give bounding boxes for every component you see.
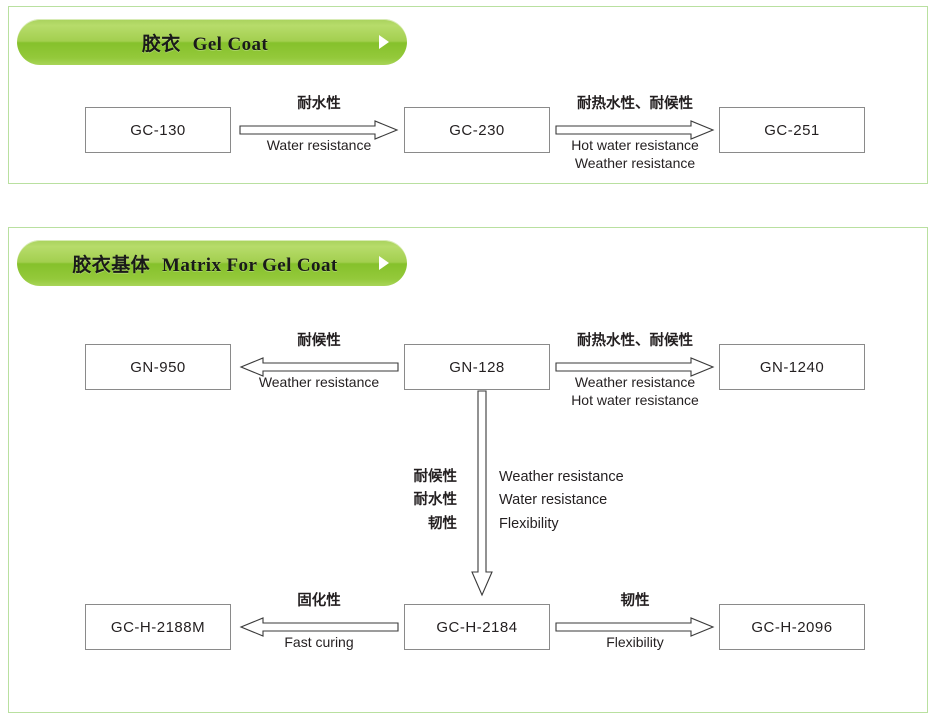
- arrow-gc-h-2184-to-gc-h-2096: [555, 617, 715, 637]
- panel-header-gel-coat-label-en: Gel Coat: [192, 33, 269, 55]
- vertical-arrow-label-en: Weather resistance Water resistance Flex…: [499, 466, 699, 536]
- arrow-label-cn: 耐候性: [297, 333, 341, 349]
- arrow-gc-230-to-gc-251: [555, 120, 715, 140]
- arrow-gn-128-to-gn-1240: [555, 357, 715, 377]
- arrow-label-gn-128-to-gn-950: 耐候性 Weather resistance: [239, 332, 399, 391]
- arrow-label-en-2: Weather resistance: [574, 155, 696, 172]
- node-gc-h-2184[interactable]: GC-H-2184: [404, 604, 550, 650]
- arrow-label-gc-h-2184-to-gc-h-2188m: 固化性 Fast curing: [239, 592, 399, 651]
- arrow-label-en: Weather resistance: [258, 373, 380, 390]
- node-gc-251[interactable]: GC-251: [719, 107, 865, 153]
- arrow-label-gc-230-to-gc-251: 耐热水性、耐候性 Hot water resistance Weather re…: [545, 95, 725, 172]
- arrow-label-cn: 固化性: [297, 593, 341, 609]
- arrow-label-en-1: Hot water resistance: [571, 136, 699, 153]
- arrow-label-gc-130-to-gc-230: 耐水性 Water resistance: [239, 95, 399, 154]
- node-gc-h-2096[interactable]: GC-H-2096: [719, 604, 865, 650]
- vertical-arrow-label-cn-2: 耐水性: [413, 492, 458, 509]
- node-gn-128[interactable]: GN-128: [404, 344, 550, 390]
- arrow-label-en-2: Hot water resistance: [571, 392, 699, 409]
- arrow-label-en: Fast curing: [284, 633, 354, 650]
- arrow-gc-130-to-gc-230: [239, 120, 399, 140]
- play-triangle-icon: [379, 35, 389, 49]
- arrow-label-cn: 耐水性: [297, 96, 341, 112]
- arrow-label-gn-128-to-gn-1240: 耐热水性、耐候性 Weather resistance Hot water re…: [545, 332, 725, 409]
- play-triangle-icon: [379, 256, 389, 270]
- arrow-label-en: Flexibility: [606, 633, 664, 650]
- arrow-label-cn: 韧性: [620, 593, 650, 609]
- panel-header-matrix[interactable]: 胶衣基体 Matrix For Gel Coat: [17, 240, 407, 286]
- vertical-arrow-label-cn-1: 耐候性: [413, 469, 458, 485]
- arrow-gc-h-2184-to-gc-h-2188m: [239, 617, 399, 637]
- panel-header-matrix-label: 胶衣基体 Matrix For Gel Coat: [17, 250, 379, 277]
- arrow-label-gc-h-2184-to-gc-h-2096: 韧性 Flexibility: [555, 592, 715, 651]
- arrow-label-cn: 耐热水性、耐候性: [577, 333, 693, 349]
- vertical-arrow-label-en-2: Water resistance: [499, 492, 608, 509]
- node-gn-950[interactable]: GN-950: [85, 344, 231, 390]
- panel-header-gel-coat-label-cn: 胶衣: [141, 33, 181, 55]
- node-gc-130[interactable]: GC-130: [85, 107, 231, 153]
- panel-header-matrix-label-en: Matrix For Gel Coat: [162, 254, 338, 276]
- panel-gel-coat: 胶衣 Gel Coat GC-130 GC-230 GC-251 耐水性 Wate…: [8, 6, 928, 184]
- panel-header-matrix-label-cn: 胶衣基体: [72, 254, 151, 276]
- arrow-gn-128-to-gc-h-2184: [471, 390, 493, 597]
- arrow-label-en: Water resistance: [266, 136, 372, 153]
- vertical-arrow-label-en-3: Flexibility: [499, 515, 559, 532]
- node-gc-230[interactable]: GC-230: [404, 107, 550, 153]
- panel-header-gel-coat-label: 胶衣 Gel Coat: [17, 29, 379, 56]
- arrow-label-cn: 耐热水性、耐候性: [577, 96, 693, 112]
- vertical-arrow-label-cn-3: 韧性: [428, 515, 457, 532]
- vertical-arrow-label-en-1: Weather resistance: [499, 469, 624, 485]
- panel-matrix-for-gel-coat: 胶衣基体 Matrix For Gel Coat GN-950 GN-128 GN…: [8, 227, 928, 713]
- node-gc-h-2188m[interactable]: GC-H-2188M: [85, 604, 231, 650]
- arrow-label-en-1: Weather resistance: [574, 373, 696, 390]
- arrow-gn-128-to-gn-950: [239, 357, 399, 377]
- panel-header-gel-coat[interactable]: 胶衣 Gel Coat: [17, 19, 407, 65]
- node-gn-1240[interactable]: GN-1240: [719, 344, 865, 390]
- vertical-arrow-label-cn: 耐候性 耐水性 韧性: [379, 466, 458, 536]
